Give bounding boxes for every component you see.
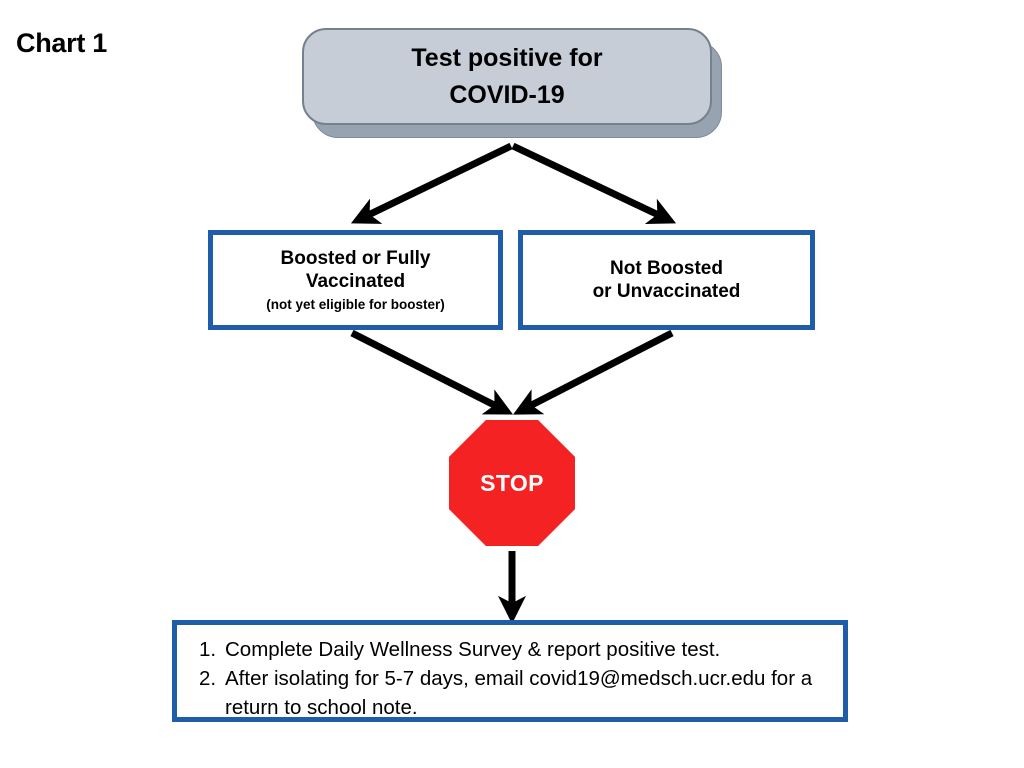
node-boosted-sublabel: (not yet eligible for booster) <box>266 296 445 312</box>
node-boosted-label: Boosted or Fully Vaccinated <box>280 248 431 293</box>
list-item: After isolating for 5-7 days, email covi… <box>199 664 813 720</box>
node-not-boosted-label: Not Boosted or Unvaccinated <box>592 257 741 302</box>
action-steps-list: Complete Daily Wellness Survey & report … <box>199 635 829 722</box>
stop-sign-label: STOP <box>480 469 544 496</box>
node-test-positive-label: Test positive for COVID-19 <box>411 44 603 109</box>
octagon-shape <box>449 420 575 546</box>
edge-top-to-boosted <box>350 142 513 224</box>
node-action-steps[interactable]: Complete Daily Wellness Survey & report … <box>172 620 848 722</box>
node-face: Test positive for COVID-19 <box>302 28 712 125</box>
edge-not-boosted-to-stop <box>513 329 674 415</box>
list-item: Complete Daily Wellness Survey & report … <box>199 635 721 664</box>
node-boosted-or-fully-vaccinated[interactable]: Boosted or Fully Vaccinated (not yet eli… <box>208 230 503 330</box>
node-not-boosted-or-unvaccinated[interactable]: Not Boosted or Unvaccinated <box>518 230 815 330</box>
edge-top-to-not-boosted <box>511 142 677 225</box>
stop-sign-icon[interactable]: STOP <box>449 420 575 546</box>
edge-boosted-to-stop <box>350 329 513 415</box>
page-title: Chart 1 <box>16 28 107 58</box>
node-test-positive[interactable]: Test positive for COVID-19 <box>302 28 722 138</box>
